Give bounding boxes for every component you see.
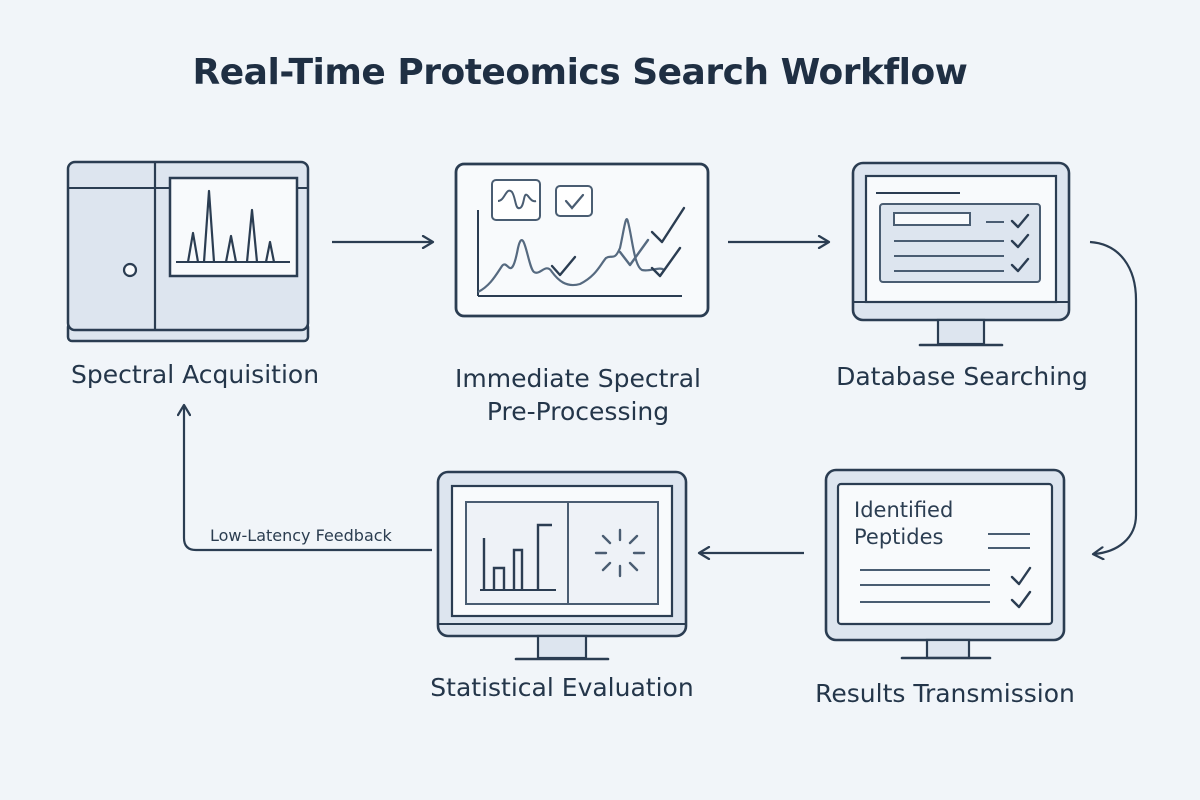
statistical-monitor-icon [436,470,688,661]
screen-identified-line2: Peptides [854,525,944,549]
label-database-searching: Database Searching [836,362,1088,391]
label-spectral-acquisition: Spectral Acquisition [70,360,320,389]
mass-spectrometer-icon [66,160,310,343]
page-title: Real-Time Proteomics Search Workflow [192,52,968,93]
arrow-feedback-to-acquisition [184,406,432,552]
results-monitor-icon [824,468,1066,660]
label-statistical-evaluation: Statistical Evaluation [430,673,694,702]
label-preprocessing: Immediate Spectral Pre-Processing [428,362,728,428]
screen-identified-peptides: Identified Peptides [854,497,953,551]
label-preprocessing-line2: Pre-Processing [486,397,670,426]
arrow-database-to-results [1089,240,1138,554]
flow-arrows [184,240,1138,554]
label-results-transmission: Results Transmission [815,679,1075,708]
preprocessing-board-icon [454,162,710,318]
database-monitor-icon [851,161,1071,347]
label-low-latency-feedback: Low-Latency Feedback [210,526,392,545]
label-preprocessing-line1: Immediate Spectral [455,364,701,393]
screen-identified-line1: Identified [854,498,954,522]
